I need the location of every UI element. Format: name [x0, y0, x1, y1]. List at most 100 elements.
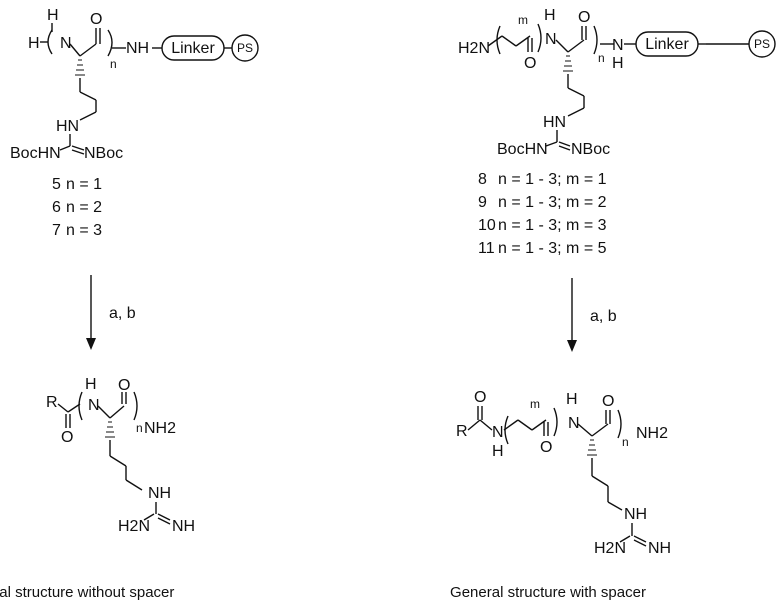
- bond: [531, 419, 547, 431]
- atom-label: O: [90, 11, 102, 28]
- bond: [67, 403, 81, 413]
- atom-label: N: [612, 37, 624, 54]
- hashed-bond: [587, 439, 597, 456]
- repeat-bracket-right: [107, 29, 113, 57]
- bond: [69, 43, 81, 57]
- left-product-structure: R O H N O n NH2 NH H2N NH Genera: [0, 376, 195, 601]
- compound-number: 11: [478, 240, 495, 257]
- atom-label: NBoc: [571, 141, 610, 158]
- right-reagent-structure: H2N m O H N O n N H Linker PS: [458, 7, 776, 257]
- bond: [607, 501, 623, 511]
- atom-label: N: [492, 424, 504, 441]
- atom-label: H: [47, 7, 59, 24]
- bond: [567, 107, 585, 117]
- atom-label: NH: [172, 518, 195, 535]
- atom-label: NBoc: [84, 145, 123, 162]
- atom-label: H2N: [118, 518, 150, 535]
- left-reagent-structure: H H N O n NH Linker PS HN: [10, 7, 259, 239]
- bond: [567, 87, 585, 97]
- atom-label: H2N: [594, 540, 626, 557]
- reaction-conditions: a, b: [590, 308, 617, 325]
- linker-label: Linker: [645, 36, 689, 53]
- bond: [487, 35, 503, 47]
- repeat-index: n: [622, 435, 629, 449]
- bond: [558, 145, 571, 151]
- repeat-bracket-right: [593, 25, 598, 55]
- repeat-bracket-left: [78, 391, 83, 421]
- atom-label: N: [545, 31, 557, 48]
- arrow-head: [567, 340, 577, 352]
- bond: [125, 479, 143, 491]
- left-reaction-arrow: a, b: [86, 275, 136, 350]
- atom-label: N: [568, 415, 580, 432]
- repeat-index: m: [530, 397, 540, 411]
- repeat-bracket-left: [496, 25, 501, 55]
- bond: [633, 535, 647, 543]
- atom-label: NH: [126, 40, 149, 57]
- atom-label: O: [61, 429, 73, 446]
- hashed-bond: [105, 421, 115, 438]
- bond: [97, 405, 111, 419]
- repeat-bracket-mid: [537, 23, 542, 53]
- repeat-bracket-left: [47, 29, 53, 55]
- atom-label: NH: [148, 485, 171, 502]
- bond: [79, 91, 97, 101]
- repeat-bracket-left: [504, 415, 509, 445]
- bond: [157, 517, 171, 525]
- left-compound-list: 5 n = 1 6 n = 2 7 n = 3: [52, 176, 102, 239]
- linker-label: Linker: [171, 40, 215, 57]
- repeat-index: n: [598, 51, 605, 65]
- atom-label: H: [85, 376, 97, 393]
- bond: [545, 141, 558, 147]
- bond: [79, 111, 97, 121]
- right-product-structure: R O N H m O H N O n NH2: [450, 389, 671, 601]
- atom-label: H: [492, 443, 504, 460]
- compound-condition: n = 1 - 3; m = 1: [498, 171, 607, 188]
- bond: [157, 513, 171, 521]
- atom-label: NH2: [144, 420, 176, 437]
- atom-label: O: [118, 377, 130, 394]
- bond: [479, 419, 493, 431]
- reaction-conditions: a, b: [109, 305, 136, 322]
- atom-label: HN: [56, 118, 79, 135]
- bond: [59, 145, 71, 151]
- repeat-index: m: [518, 13, 528, 27]
- atom-label: O: [524, 55, 536, 72]
- compound-condition: n = 1 - 3; m = 5: [498, 240, 607, 257]
- bond: [555, 39, 569, 53]
- atom-label: R: [46, 394, 58, 411]
- left-caption: General structure without spacer: [0, 584, 174, 601]
- repeat-bracket-mid: [553, 407, 558, 437]
- atom-label: O: [540, 439, 552, 456]
- bond: [567, 39, 585, 53]
- bond: [109, 455, 127, 467]
- atom-label: O: [474, 389, 486, 406]
- atom-label: H: [28, 35, 40, 52]
- bond: [619, 535, 631, 543]
- compound-condition: n = 1: [66, 176, 102, 193]
- compound-condition: n = 2: [66, 199, 102, 216]
- bond: [109, 405, 125, 419]
- bond: [558, 141, 571, 147]
- atom-label: H2N: [458, 40, 490, 57]
- hashed-bond: [75, 59, 85, 76]
- bond: [633, 539, 647, 547]
- bond: [71, 149, 85, 155]
- compound-number: 8: [478, 171, 487, 188]
- compound-number: 5: [52, 176, 61, 193]
- compound-number: 10: [478, 217, 496, 234]
- compound-number: 9: [478, 194, 487, 211]
- bond: [143, 513, 155, 521]
- right-reaction-arrow: a, b: [567, 278, 617, 352]
- atom-label: NH: [624, 506, 647, 523]
- bond: [591, 475, 609, 487]
- repeat-index: n: [110, 57, 117, 71]
- right-compound-list: 8 n = 1 - 3; m = 1 9 n = 1 - 3; m = 2 10…: [478, 171, 607, 257]
- polystyrene-bead: [231, 34, 259, 62]
- bond: [503, 419, 519, 431]
- bond: [501, 35, 517, 47]
- bond: [57, 403, 69, 413]
- atom-label: H: [566, 391, 578, 408]
- compound-number: 7: [52, 222, 61, 239]
- arrow-head: [86, 338, 96, 350]
